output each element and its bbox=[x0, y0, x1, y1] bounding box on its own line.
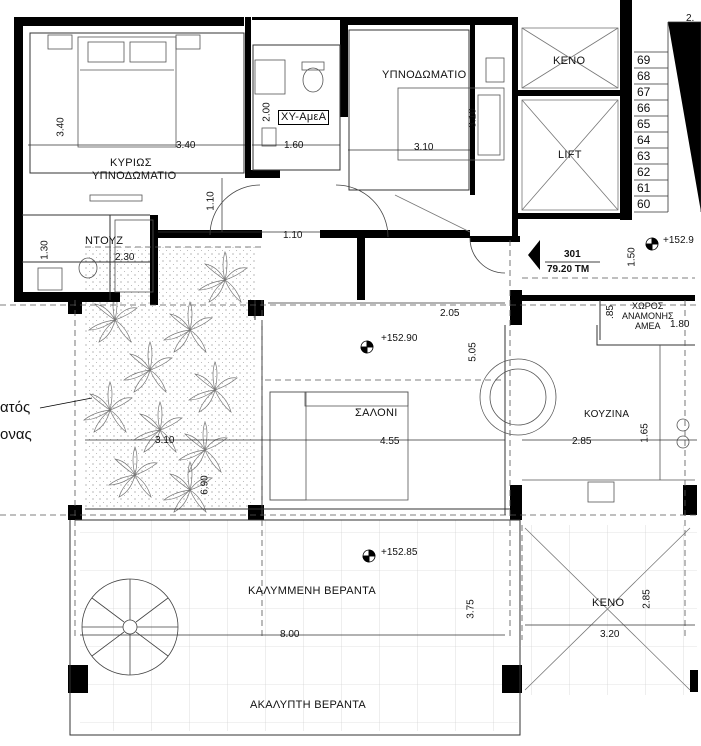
void-top-label: ΚΕΝΟ bbox=[553, 55, 586, 67]
walls bbox=[14, 0, 698, 693]
dim-top-right: 2. bbox=[686, 13, 695, 24]
waiting-label-1: ΧΩΡΟΣ bbox=[632, 301, 664, 311]
dim-living-width: 4.55 bbox=[380, 436, 400, 447]
bedroom-bed bbox=[397, 57, 505, 161]
wc-label: ΧΥ-ΑμεΑ bbox=[278, 110, 330, 125]
dim-kitchen-width: 2.85 bbox=[572, 436, 592, 447]
level-landing: +152.9 bbox=[663, 235, 694, 246]
stair-number-60: 60 bbox=[637, 197, 651, 211]
covered-veranda-label: ΚΑΛΥΜΜΕΝΗ ΒΕΡΑΝΤΑ bbox=[248, 585, 376, 597]
annotation-line-2: ονας bbox=[0, 426, 32, 443]
bedroom-label: ΥΠΝΟΔΩΜΑΤΙΟ bbox=[382, 69, 467, 81]
dim-hall-width: 2.05 bbox=[440, 308, 460, 319]
lift-label: LIFT bbox=[558, 149, 582, 161]
void-bottom-label: ΚΕΝΟ bbox=[592, 597, 625, 609]
waiting-label-3: ΑΜΕΑ bbox=[635, 321, 661, 331]
living-furniture bbox=[269, 391, 409, 501]
kitchen-counter bbox=[522, 345, 695, 503]
dim-waiting-depth: .85 bbox=[604, 305, 616, 319]
dim-landing-depth: 1.50 bbox=[626, 247, 638, 267]
dining-table bbox=[479, 358, 557, 436]
living-label: ΣΑΛΟΝΙ bbox=[355, 407, 398, 419]
master-bedroom-label-2: ΥΠΝΟΔΩΜΑΤΙΟ bbox=[92, 170, 177, 182]
stair-number-65: 65 bbox=[637, 117, 651, 131]
waiting-label-2: ΑΝΑΜΟΝΗΣ bbox=[622, 311, 674, 321]
thin-lines bbox=[22, 29, 695, 736]
dim-void-width: 3.20 bbox=[600, 629, 620, 640]
planter-area bbox=[85, 247, 255, 509]
bed bbox=[47, 34, 201, 202]
dim-master-height: 3.40 bbox=[55, 117, 67, 137]
stair-number-67: 67 bbox=[637, 85, 651, 99]
dim-corridor-width: 1.10 bbox=[283, 230, 303, 241]
dim-master-width: 3.40 bbox=[176, 140, 196, 151]
stair-treads bbox=[634, 21, 701, 213]
dim-wc-height: 2.00 bbox=[261, 102, 273, 122]
open-veranda-tiles bbox=[80, 695, 518, 731]
dim-void-height: 2.85 bbox=[641, 589, 653, 609]
annotation-line-1: ατός bbox=[0, 399, 31, 416]
level-veranda: +152.85 bbox=[381, 547, 418, 558]
dim-wc-width: 1.60 bbox=[284, 140, 304, 151]
dimension-lines bbox=[28, 144, 697, 636]
dim-planter-height: 6.90 bbox=[199, 475, 211, 495]
dashed-lines bbox=[0, 240, 700, 640]
stair-number-68: 68 bbox=[637, 69, 651, 83]
annotation-leader bbox=[39, 397, 93, 409]
door-swings bbox=[209, 178, 506, 274]
dim-shower-width: 2.30 bbox=[115, 252, 135, 263]
stair-number-62: 62 bbox=[637, 165, 651, 179]
entry-arrow bbox=[528, 240, 540, 270]
stair-number-69: 69 bbox=[637, 53, 651, 67]
dim-bedroom-height: 3.10 bbox=[467, 108, 479, 128]
apartment-area: 79.20 ΤΜ bbox=[547, 264, 590, 275]
level-markers bbox=[360, 237, 659, 563]
dim-planter-width: 3.10 bbox=[155, 435, 175, 446]
dim-kitchen-height: 1.65 bbox=[639, 423, 651, 443]
dim-bedroom-width: 3.10 bbox=[414, 142, 434, 153]
master-bedroom-label-1: ΚΥΡΙΩΣ bbox=[110, 157, 152, 169]
apartment-number: 301 bbox=[564, 249, 581, 260]
stair-number-66: 66 bbox=[637, 101, 651, 115]
spiral-stair bbox=[81, 578, 179, 676]
shower-label: ΝΤΟΥΖ bbox=[85, 235, 124, 247]
dim-shower-height: 1.30 bbox=[39, 240, 51, 260]
dim-veranda-depth: 3.75 bbox=[465, 599, 477, 619]
dim-corridor-height: 1.10 bbox=[205, 191, 217, 211]
stair-number-64: 64 bbox=[637, 133, 651, 147]
kitchen-label: ΚΟΥΖΙΝΑ bbox=[584, 409, 630, 420]
dim-veranda-width: 8.00 bbox=[280, 629, 300, 640]
level-living: +152.90 bbox=[381, 333, 418, 344]
stair-number-61: 61 bbox=[637, 181, 651, 195]
wc-fixtures bbox=[37, 59, 325, 293]
open-veranda-label: ΑΚΑΛΥΠΤΗ ΒΕΡΑΝΤΑ bbox=[250, 699, 367, 711]
dim-living-depth: 5.05 bbox=[467, 342, 479, 362]
veranda-tiles bbox=[80, 520, 518, 695]
stair-number-63: 63 bbox=[637, 149, 651, 163]
void-crosses bbox=[394, 27, 691, 691]
dim-waiting-width: 1.80 bbox=[670, 319, 690, 330]
